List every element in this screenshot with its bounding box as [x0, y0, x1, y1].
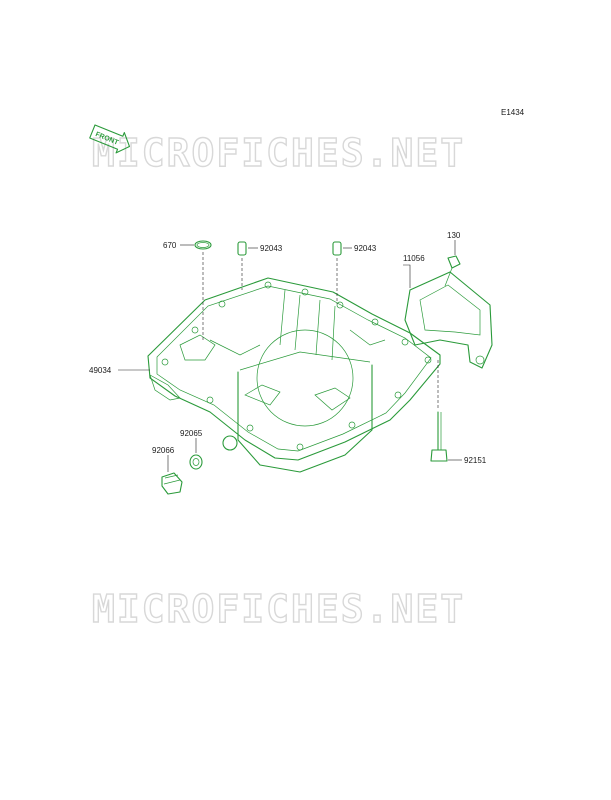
oil-pan-drawing	[147, 277, 441, 473]
label-11056: 11056	[403, 254, 425, 263]
label-670: 670	[163, 241, 177, 250]
part-11056-bracket	[404, 271, 493, 369]
label-49034: 49034	[89, 366, 112, 375]
part-670-o-ring	[194, 240, 212, 250]
label-130: 130	[447, 231, 461, 240]
part-92065-washer	[189, 454, 203, 470]
part-92043-dowel-right	[332, 241, 342, 256]
label-92043-left: 92043	[260, 244, 283, 253]
watermark-bottom: MICROFICHES.NET	[92, 587, 465, 631]
label-92066: 92066	[152, 446, 175, 455]
label-92043-right: 92043	[354, 244, 377, 253]
diagram-code: E1434	[501, 108, 525, 117]
part-92151-bolt	[430, 411, 448, 462]
part-92043-dowel-left	[237, 241, 247, 256]
part-92066-drain-plug	[161, 472, 183, 495]
part-130-bolt	[444, 255, 461, 287]
label-92151: 92151	[464, 456, 487, 465]
label-92065: 92065	[180, 429, 203, 438]
watermark-top: MICROFICHES.NET	[92, 131, 465, 175]
